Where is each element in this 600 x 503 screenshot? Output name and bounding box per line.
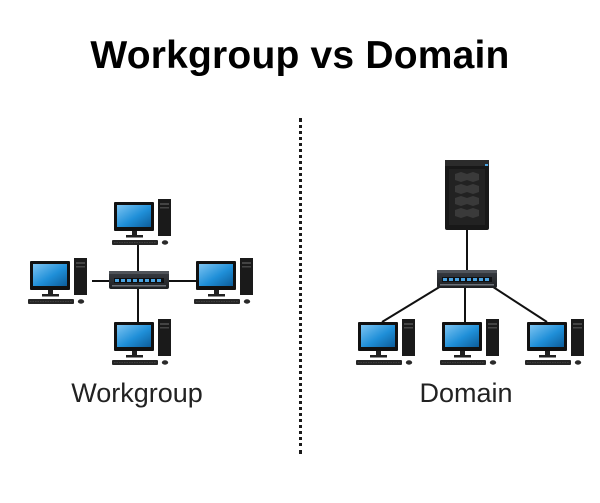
domain-computer-right-icon	[524, 318, 585, 366]
page-title: Workgroup vs Domain	[90, 34, 510, 77]
workgroup-caption: Workgroup	[71, 378, 203, 408]
workgroup-computer-top-icon	[111, 198, 172, 246]
workgroup-diagram	[27, 198, 254, 366]
workgroup-computer-right-icon	[193, 257, 254, 305]
domain-caption: Domain	[419, 378, 513, 408]
workgroup-switch-icon	[109, 271, 169, 289]
domain-computer-left-icon	[355, 318, 416, 366]
domain-computer-middle-icon	[439, 318, 500, 366]
domain-cables	[381, 230, 548, 323]
workgroup-cables	[92, 242, 196, 322]
workgroup-computer-bottom-icon	[111, 318, 172, 366]
domain-switch-icon	[437, 270, 497, 288]
domain-diagram	[355, 160, 585, 366]
workgroup-computer-left-icon	[27, 257, 88, 305]
domain-server-icon	[445, 160, 489, 230]
dotted-divider	[299, 118, 302, 454]
